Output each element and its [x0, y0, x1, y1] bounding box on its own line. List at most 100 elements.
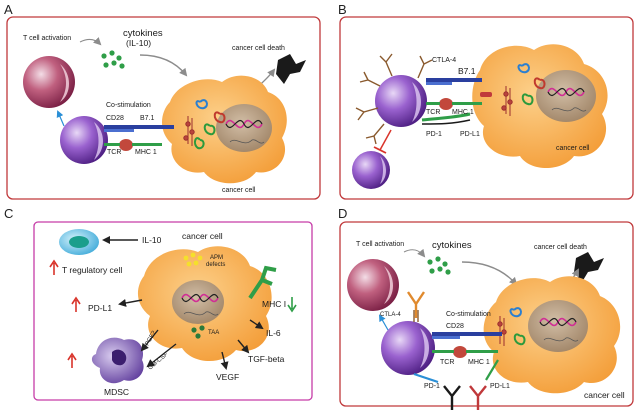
activation-arrow	[403, 248, 426, 258]
pdl1-arrow	[118, 298, 143, 307]
panel-c-frame	[33, 221, 313, 401]
panel-d: D T cell activation cytokines cancer cel…	[338, 206, 634, 410]
pdl1-receptor	[485, 359, 499, 381]
ctla4-receptor	[413, 310, 419, 322]
panel-c: C IL-10 T regulatory cell cancer cell AP…	[4, 206, 313, 401]
receptor-proteins	[497, 316, 507, 346]
mdsc-nucleus	[112, 349, 127, 366]
cancer-cell-label: cancer cell	[222, 187, 256, 194]
ctla4-label: CTLA-4	[380, 312, 401, 318]
pd1-pdl1-link-2	[421, 119, 471, 125]
taa-label: TAA	[208, 330, 219, 336]
receptor-proteins	[501, 86, 513, 116]
cd28-label: CD28	[446, 323, 464, 330]
activated-t-cell	[347, 259, 399, 311]
tcr-mhc-complex	[439, 98, 453, 110]
b71-label: B7.1	[140, 115, 155, 122]
cytokines-label: cytokines	[432, 240, 472, 251]
gmcsf-label: GM-CSF	[147, 352, 169, 372]
cd28-label: CD28	[106, 115, 124, 122]
co-stimulation-label: Co-stimulation	[106, 102, 151, 109]
small-t-cell-nucleus	[380, 156, 386, 184]
tcr-mhc-complex	[453, 346, 467, 358]
pdl1-label: PD-L1	[88, 303, 112, 313]
t-cell-nucleus	[412, 82, 421, 122]
panel-d-letter: D	[338, 206, 347, 221]
organelles	[517, 63, 546, 106]
pdl1-label: PD-L1	[490, 383, 510, 390]
pd1-label: PD-1	[426, 131, 442, 138]
chromatin	[183, 311, 219, 316]
mhc1-label: MHC I	[262, 299, 286, 309]
inhibition-bar	[373, 146, 387, 154]
cytokine-to-cancer-arrow	[139, 54, 188, 77]
organelles	[509, 307, 526, 346]
b71-label: B7.1	[458, 66, 476, 76]
activated-t-cell-nucleus	[384, 266, 393, 304]
cancer-nucleus	[172, 280, 224, 324]
t-cell-activation-label: T cell activation	[23, 35, 71, 42]
cancer-nucleus	[216, 104, 272, 152]
tcr-label: TCR	[426, 109, 440, 116]
chromatin	[543, 337, 579, 342]
organelles	[193, 99, 226, 150]
ctla4-label: CTLA-4	[432, 57, 456, 64]
mhc1-label: MHC 1	[135, 149, 157, 156]
dna-strand-2	[181, 294, 219, 302]
cd28-stub	[432, 336, 460, 339]
t-regulatory-nucleus	[69, 236, 89, 248]
t-cell	[375, 75, 427, 127]
t-reg-up-arrow	[49, 259, 59, 275]
panel-b-letter: B	[338, 2, 347, 17]
activation-arrow	[79, 36, 102, 46]
chromatin	[551, 107, 587, 112]
receptor-proteins	[183, 116, 195, 146]
anti-ctla4-antibody	[407, 291, 425, 318]
dna-strand-2	[539, 318, 577, 326]
cancer-nucleus	[528, 300, 588, 352]
pd1-label: PD-1	[424, 383, 440, 390]
tcr-bar	[426, 102, 440, 105]
pge2-arrow	[140, 329, 159, 352]
tcr-bar	[104, 143, 120, 146]
dead-cell-icon	[574, 252, 604, 282]
cancer-cell-death-label: cancer cell death	[534, 244, 587, 251]
cd28-b71-bar	[104, 125, 174, 129]
b71-stub	[426, 82, 452, 85]
chromatin	[229, 139, 265, 144]
cytokine-to-cancer-arrow	[461, 261, 518, 286]
pd1-pdl1-link	[421, 112, 471, 122]
cytokines-sub-label: (IL-10)	[126, 38, 151, 48]
vegf-arrow	[220, 351, 229, 370]
t-cell-activation-label: T cell activation	[356, 241, 404, 248]
cancer-nucleus	[536, 70, 596, 122]
mhc-bar	[452, 102, 482, 105]
pdl1-label: PD-L1	[460, 131, 480, 138]
cytokines-label: cytokines	[123, 28, 163, 39]
t-cell-nucleus	[94, 122, 103, 160]
inhibition-line	[379, 129, 392, 151]
tcr-bar	[432, 350, 454, 353]
cd28-stub	[104, 129, 134, 132]
cd28-b71-bar	[432, 332, 502, 336]
taa-dots	[191, 325, 205, 339]
il10-label: IL-10	[142, 235, 162, 245]
panel-a-frame	[6, 16, 321, 200]
mhc1-label: MHC 1	[452, 109, 474, 116]
gmcsf-arrow	[146, 343, 177, 368]
anti-pd1-antibody	[443, 385, 461, 410]
mhc1-label: MHC 1	[468, 359, 490, 366]
activated-t-cell	[23, 56, 75, 108]
panel-a-letter: A	[4, 2, 13, 17]
t-cell-to-activated-arrow	[379, 314, 389, 331]
pd-l1-block-bar	[480, 92, 492, 97]
cancer-cell-label: cancer cell	[584, 390, 625, 400]
il6-label: IL-6	[266, 328, 281, 338]
tcr-mhc-complex	[119, 139, 133, 151]
cancer-cell-death-label: cancer cell death	[232, 45, 285, 52]
t-cell-nucleus	[420, 328, 429, 368]
apm-label: APM	[210, 255, 223, 261]
tgfbeta-label: TGF-beta	[248, 354, 285, 364]
mdsc-up-arrow	[67, 352, 77, 368]
